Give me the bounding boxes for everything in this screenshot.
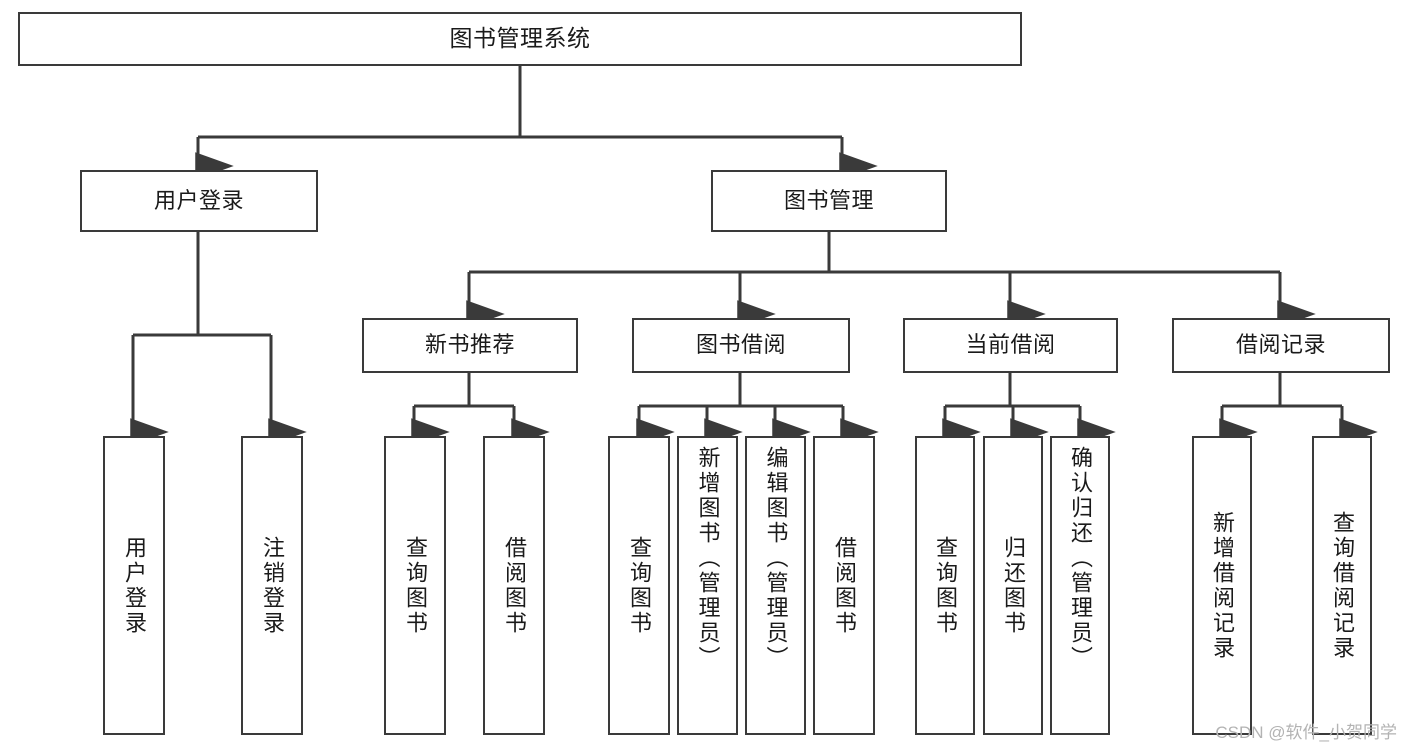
node-leaf-logout-login[interactable]: 注销登录 <box>241 436 303 735</box>
node-leaf-logout-login-label: 注销登录 <box>260 535 285 636</box>
node-leaf-query-record-label: 查询借阅记录 <box>1330 510 1355 661</box>
node-leaf-add-record[interactable]: 新增借阅记录 <box>1192 436 1252 735</box>
node-leaf-query-book-1[interactable]: 查询图书 <box>384 436 446 735</box>
node-leaf-edit-book-label: 编辑图书（管理员） <box>763 446 789 671</box>
node-leaf-return-book[interactable]: 归还图书 <box>983 436 1043 735</box>
node-root[interactable]: 图书管理系统 <box>18 12 1022 66</box>
node-leaf-query-book-3[interactable]: 查询图书 <box>915 436 975 735</box>
node-current-borrow[interactable]: 当前借阅 <box>903 318 1118 373</box>
node-leaf-borrow-book-1[interactable]: 借阅图书 <box>483 436 545 735</box>
node-leaf-user-login-label: 用户登录 <box>122 535 147 636</box>
node-borrow-record-label: 借阅记录 <box>1235 332 1326 358</box>
node-new-book-recommend-label: 新书推荐 <box>424 332 515 358</box>
node-leaf-query-book-3-label: 查询图书 <box>933 535 958 636</box>
node-leaf-query-book-2-label: 查询图书 <box>627 535 652 636</box>
node-leaf-query-record[interactable]: 查询借阅记录 <box>1312 436 1372 735</box>
node-user-login-label: 用户登录 <box>153 187 244 213</box>
node-leaf-user-login[interactable]: 用户登录 <box>103 436 165 735</box>
node-leaf-borrow-book-2-label: 借阅图书 <box>832 535 857 636</box>
node-leaf-borrow-book-2[interactable]: 借阅图书 <box>813 436 875 735</box>
node-leaf-add-book-label: 新增图书（管理员） <box>695 446 721 671</box>
node-leaf-query-book-1-label: 查询图书 <box>403 535 428 636</box>
node-book-management[interactable]: 图书管理 <box>711 170 947 232</box>
node-new-book-recommend[interactable]: 新书推荐 <box>362 318 578 373</box>
node-root-label: 图书管理系统 <box>449 25 591 52</box>
node-leaf-borrow-book-1-label: 借阅图书 <box>502 535 527 636</box>
node-book-borrow-label: 图书借阅 <box>695 332 786 358</box>
node-book-borrow[interactable]: 图书借阅 <box>632 318 850 373</box>
node-leaf-add-record-label: 新增借阅记录 <box>1210 510 1235 661</box>
node-leaf-confirm-return[interactable]: 确认归还（管理员） <box>1050 436 1110 735</box>
node-user-login[interactable]: 用户登录 <box>80 170 318 232</box>
node-leaf-query-book-2[interactable]: 查询图书 <box>608 436 670 735</box>
node-book-management-label: 图书管理 <box>783 187 874 213</box>
node-leaf-confirm-return-label: 确认归还（管理员） <box>1068 446 1093 671</box>
node-borrow-record[interactable]: 借阅记录 <box>1172 318 1390 373</box>
node-leaf-return-book-label: 归还图书 <box>1001 535 1026 636</box>
node-leaf-edit-book[interactable]: 编辑图书（管理员） <box>745 436 806 735</box>
node-current-borrow-label: 当前借阅 <box>965 332 1056 358</box>
node-leaf-add-book[interactable]: 新增图书（管理员） <box>677 436 738 735</box>
